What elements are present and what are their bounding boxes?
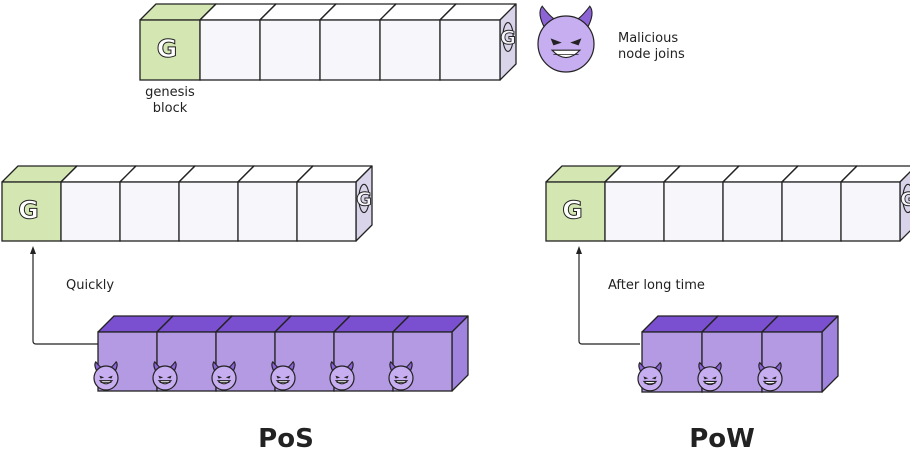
cube-front-face <box>663 181 724 242</box>
malicious-devil-icon <box>637 361 663 392</box>
malicious-devil-icon <box>270 360 296 391</box>
block-letter: G <box>900 189 910 211</box>
genesis-block: G <box>1 165 78 242</box>
block-coin-icon <box>358 183 370 214</box>
cube-front-face <box>781 181 842 242</box>
malicious-devil-icon <box>697 361 723 392</box>
devil-right-eye <box>284 375 290 379</box>
devil-face <box>637 366 663 392</box>
devil-right-eye <box>771 376 777 380</box>
devil-right-eye <box>570 38 582 46</box>
devil-face <box>697 366 723 392</box>
devil-left-eye <box>276 375 282 379</box>
pos-honest-chain: GGGGGG <box>1 165 373 242</box>
block-letter: G <box>356 189 372 211</box>
devil-right-eye <box>225 375 231 379</box>
malicious-devil-icon <box>93 360 119 391</box>
cube-front-face <box>296 181 357 242</box>
devil-face <box>270 365 296 391</box>
devil-face <box>152 365 178 391</box>
pow-honest-chain: GGGGGG <box>545 165 910 242</box>
malicious-devil-icon <box>537 5 595 73</box>
big-devil-face-icon <box>537 5 595 73</box>
devil-left-eye <box>158 375 164 379</box>
devil-left-eye <box>217 375 223 379</box>
cube-front-face <box>119 181 180 242</box>
genesis-label-line2: block <box>153 101 188 116</box>
cube-front-face <box>379 19 441 81</box>
pos-malicious-chain <box>93 315 469 392</box>
devil-face <box>537 15 595 73</box>
malicious-block <box>392 315 469 392</box>
cube-front-face <box>1 181 62 242</box>
pow-arrow <box>578 252 640 345</box>
block-letter: G <box>500 27 516 49</box>
cube-front-face <box>199 19 261 81</box>
devil-right-eye <box>711 376 717 380</box>
pow-arrow-label: After long time <box>608 278 705 293</box>
top-chain: GGGGGG <box>139 3 517 81</box>
devil-left-eye <box>643 376 649 380</box>
pos-arrow <box>32 252 98 345</box>
genesis-letter: G <box>157 34 178 63</box>
devil-face <box>757 366 783 392</box>
pow-arrowhead <box>576 246 582 254</box>
devil-left-eye <box>703 376 709 380</box>
cube-front-face <box>60 181 121 242</box>
cube-front-face <box>237 181 298 242</box>
malicious-devil-icon <box>211 360 237 391</box>
devil-right-eye <box>107 375 113 379</box>
cube-front-face <box>139 19 201 81</box>
genesis-letter: G <box>562 196 583 225</box>
malicious-label-line1: Malicious <box>618 31 678 46</box>
devil-left-eye <box>99 375 105 379</box>
devil-face <box>388 365 414 391</box>
block-coin-icon <box>902 183 910 214</box>
devil-right-eye <box>402 375 408 379</box>
pos-title: PoS <box>258 424 314 454</box>
devil-left-eye <box>335 375 341 379</box>
devil-grin <box>550 49 582 59</box>
devil-right-eye <box>343 375 349 379</box>
pow-malicious-chain <box>637 315 839 393</box>
devil-left-eye <box>763 376 769 380</box>
cube-front-face <box>259 19 321 81</box>
cube-front-face <box>545 181 606 242</box>
devil-left-eye <box>394 375 400 379</box>
cube-front-face <box>178 181 239 242</box>
block-coin-icon <box>502 22 514 52</box>
malicious-devil-icon <box>152 360 178 391</box>
block: G <box>840 165 910 242</box>
devil-right-eye <box>166 375 172 379</box>
malicious-devil-icon <box>757 361 783 392</box>
pow-title: PoW <box>689 424 755 454</box>
block: G <box>296 165 373 242</box>
cube-front-face <box>722 181 783 242</box>
devil-left-eye <box>550 38 562 46</box>
malicious-devil-icon <box>388 360 414 391</box>
devil-face <box>329 365 355 391</box>
pos-arrow-label: Quickly <box>66 278 114 293</box>
devil-right-eye <box>651 376 657 380</box>
cube-front-face <box>840 181 901 242</box>
malicious-devil-icon <box>329 360 355 391</box>
cube-front-face <box>604 181 665 242</box>
cube-front-face <box>439 19 501 81</box>
malicious-block <box>761 315 839 393</box>
genesis-letter: G <box>18 196 39 225</box>
cube-front-face <box>319 19 381 81</box>
malicious-label-line2: node joins <box>618 47 685 62</box>
genesis-label-line1: genesis <box>145 85 195 100</box>
devil-face <box>93 365 119 391</box>
devil-face <box>211 365 237 391</box>
pos-arrowhead <box>30 246 36 254</box>
block: G <box>439 3 517 81</box>
